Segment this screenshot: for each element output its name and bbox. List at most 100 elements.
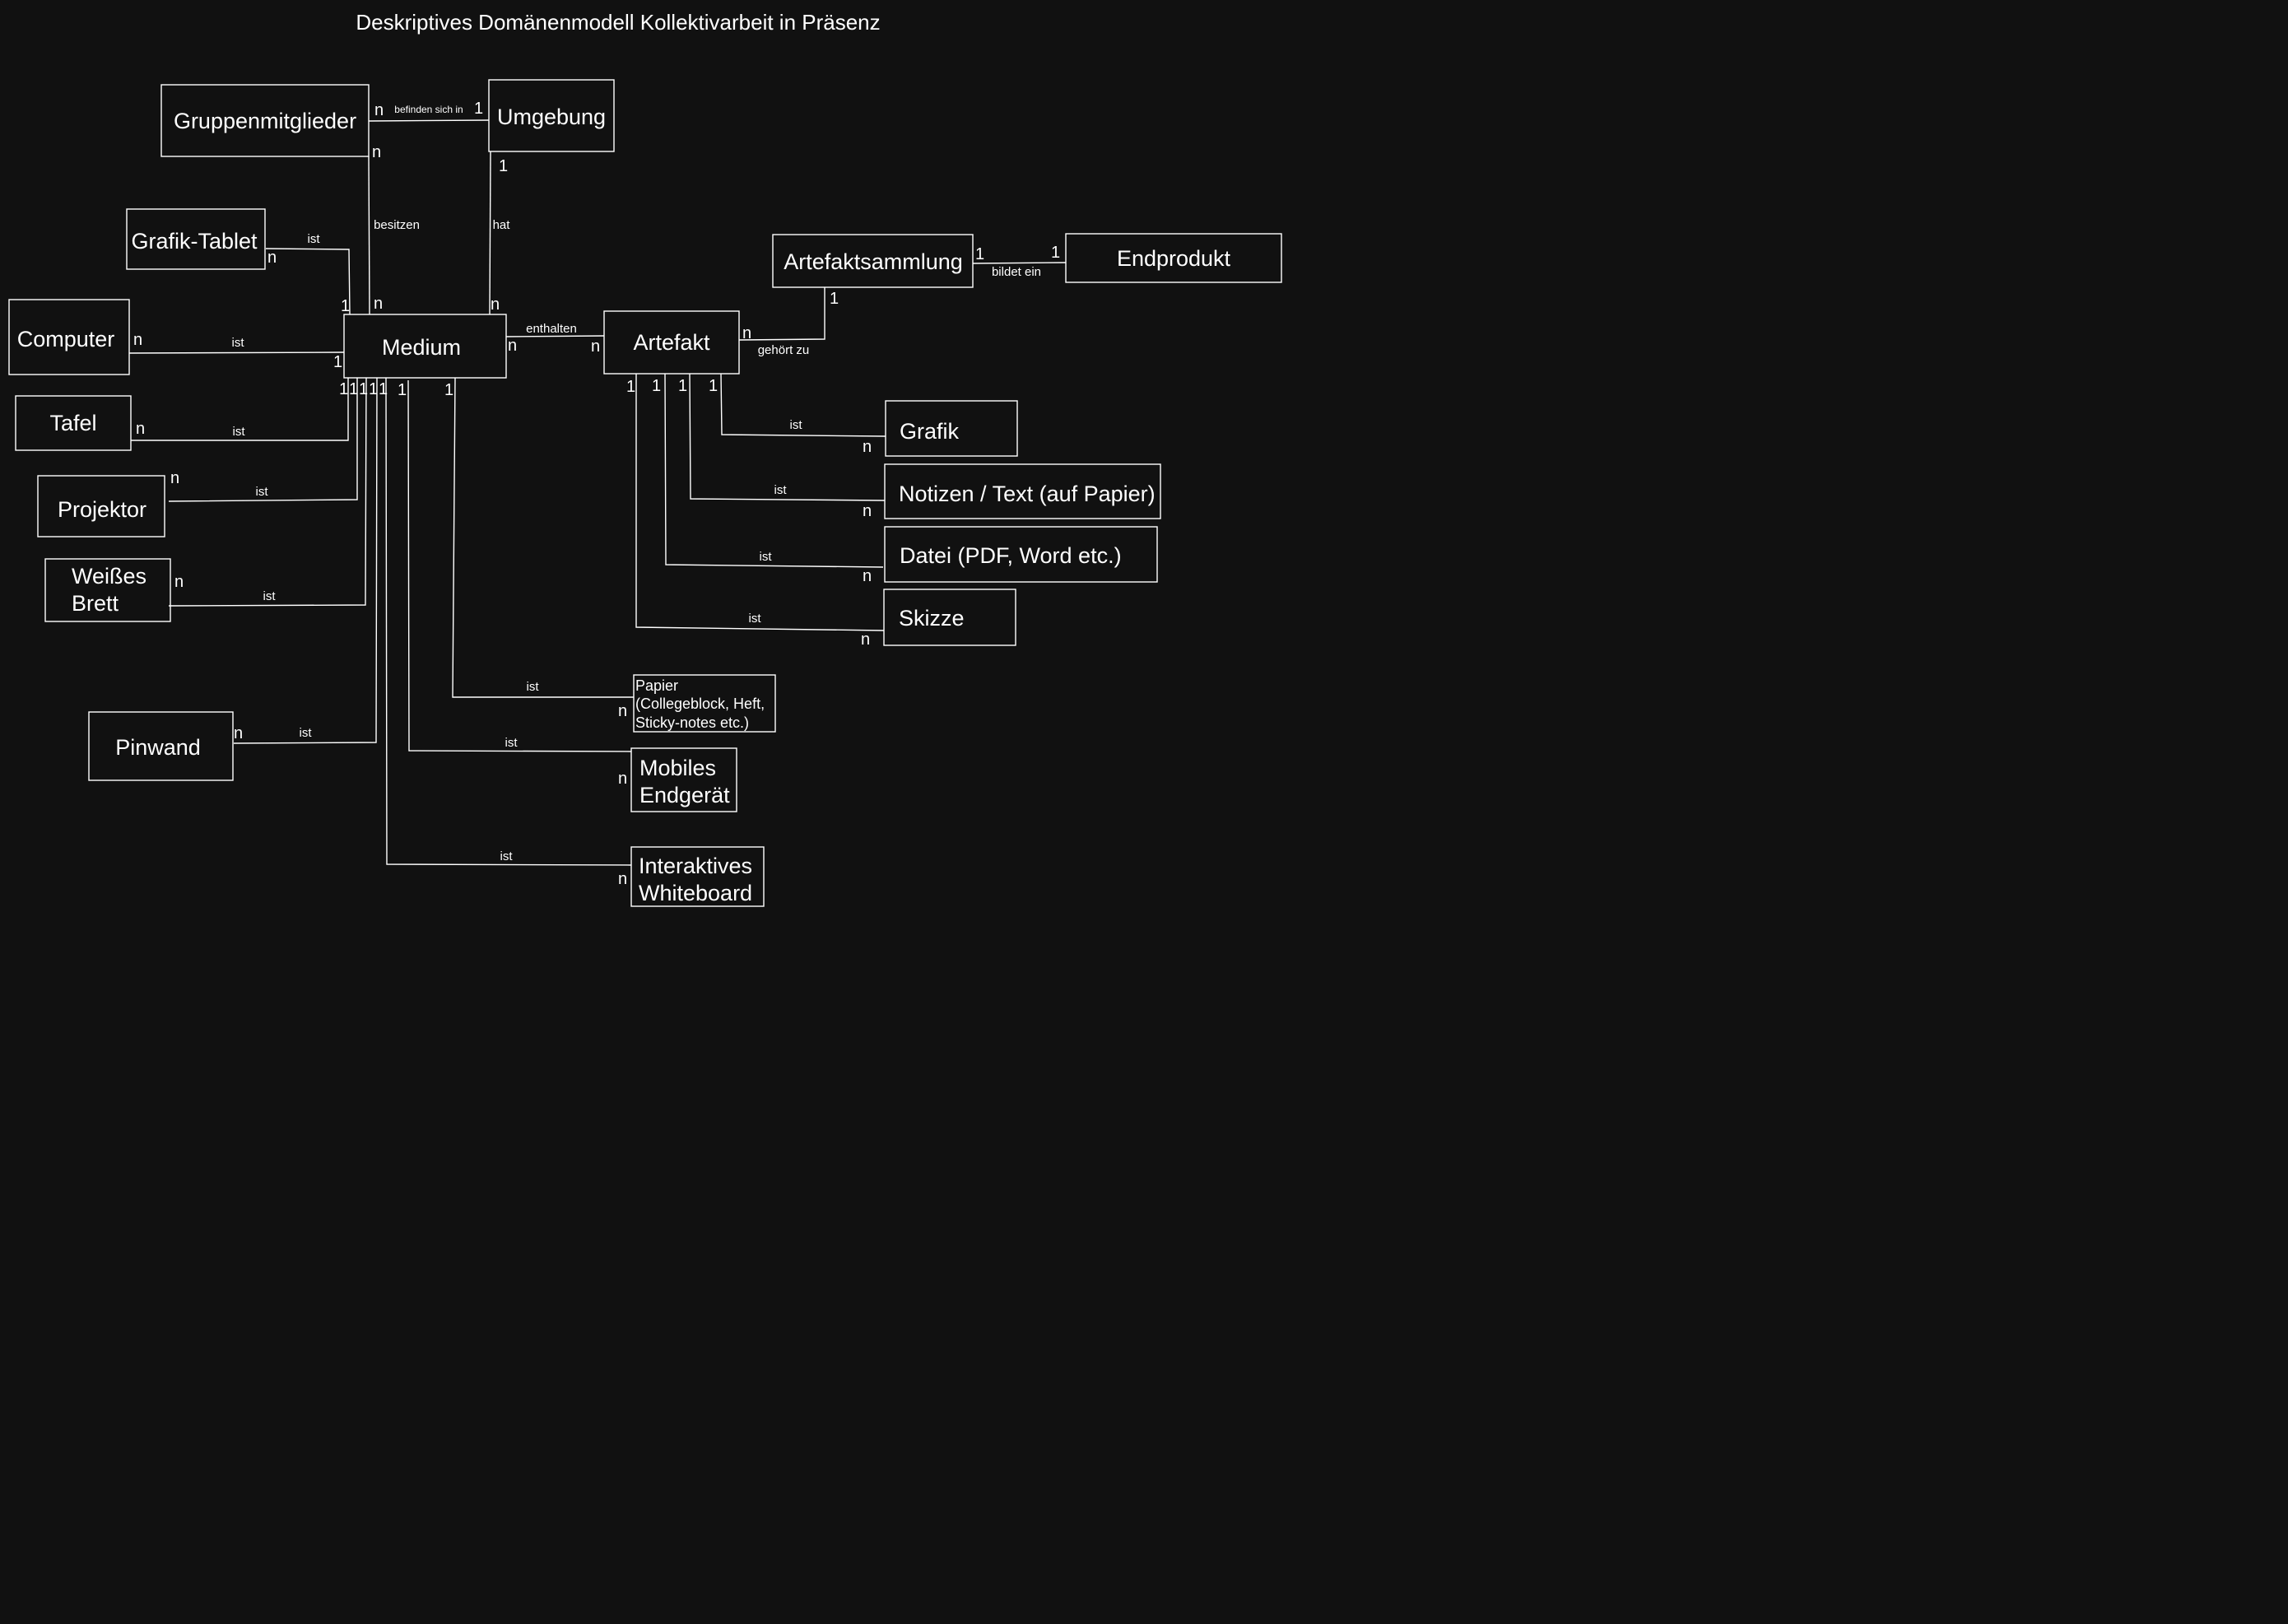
entity-interaktives-whiteboard: Interaktives Whiteboard	[630, 846, 765, 907]
svg-text:1: 1	[709, 377, 718, 395]
svg-text:Medium: Medium	[382, 335, 461, 360]
label-ist-projektor: ist	[256, 485, 269, 499]
entity-grafik-tablet: Grafik-Tablet	[126, 208, 266, 270]
label-ist-notizen: ist	[774, 483, 788, 497]
line-projektor-medium	[168, 378, 358, 502]
svg-text:Notizen / Text (auf Papier): Notizen / Text (auf Papier)	[899, 482, 1156, 506]
line-tafel-medium	[131, 378, 349, 441]
svg-text:Grafik: Grafik	[900, 419, 960, 444]
svg-text:n: n	[861, 631, 870, 649]
svg-text:n: n	[863, 567, 872, 585]
svg-text:1: 1	[341, 297, 350, 315]
svg-text:Pinwand: Pinwand	[115, 735, 201, 760]
cardinality-labels: n 1 n n 1 n n 1 n 1 1 1 1 1 1 1 1 n n n …	[133, 100, 1060, 888]
svg-text:1: 1	[975, 245, 984, 263]
entity-datei: Datei (PDF, Word etc.)	[884, 526, 1158, 583]
line-artefakt-notizen	[689, 373, 886, 501]
svg-text:n: n	[863, 502, 872, 520]
entity-endprodukt: Endprodukt	[1065, 233, 1282, 283]
svg-text:Gruppenmitglieder: Gruppenmitglieder	[174, 109, 356, 133]
svg-text:Weißes: Weißes	[72, 564, 146, 589]
connector-lines	[128, 119, 1067, 866]
entity-mobiles-endgeraet: Mobiles Endgerät	[630, 747, 737, 812]
svg-text:n: n	[372, 143, 381, 161]
svg-text:Whiteboard: Whiteboard	[639, 881, 752, 905]
line-medium-artefakt	[505, 335, 605, 337]
line-brett-medium	[168, 377, 367, 607]
svg-text:1: 1	[359, 380, 368, 398]
svg-text:n: n	[374, 295, 383, 313]
svg-text:1: 1	[474, 100, 483, 118]
svg-text:Mobiles: Mobiles	[639, 756, 716, 780]
label-ist-grafik: ist	[790, 418, 803, 432]
entity-pinwand: Pinwand	[88, 711, 234, 781]
label-ist-datei: ist	[760, 550, 773, 564]
label-hat: hat	[493, 218, 511, 232]
diagram-title: Deskriptives Domänenmodell Kollektivarbe…	[356, 10, 880, 35]
svg-text:1: 1	[678, 377, 687, 395]
line-artefakt-sammlung	[738, 287, 825, 341]
svg-text:n: n	[508, 337, 517, 355]
line-gruppen-medium	[368, 156, 370, 315]
svg-text:Sticky-notes etc.): Sticky-notes etc.)	[635, 714, 749, 731]
label-ist-skizze: ist	[749, 612, 762, 626]
line-whiteboard-medium	[385, 377, 632, 866]
svg-text:n: n	[374, 101, 384, 119]
svg-text:Computer: Computer	[17, 327, 115, 351]
label-ist-whiteboard: ist	[500, 849, 514, 863]
svg-text:1: 1	[652, 377, 661, 395]
label-enthalten: enthalten	[526, 322, 577, 336]
svg-text:Artefakt: Artefakt	[633, 330, 710, 355]
svg-text:1: 1	[379, 380, 388, 398]
svg-text:1: 1	[444, 381, 453, 399]
svg-text:Datei (PDF, Word etc.): Datei (PDF, Word etc.)	[900, 543, 1122, 568]
svg-text:1: 1	[1051, 244, 1060, 262]
svg-text:Skizze: Skizze	[899, 606, 965, 631]
line-umgebung-medium	[489, 151, 491, 315]
svg-text:n: n	[234, 724, 243, 742]
svg-text:n: n	[267, 249, 277, 267]
domain-model-diagram: Deskriptives Domänenmodell Kollektivarbe…	[8, 10, 1282, 907]
svg-text:Projektor: Projektor	[58, 497, 146, 522]
entity-computer: Computer	[8, 299, 130, 375]
relation-labels: befinden sich in besitzen hat ist ist is…	[232, 104, 1042, 863]
svg-text:Endgerät: Endgerät	[639, 783, 730, 807]
line-mobile-medium	[407, 379, 632, 752]
svg-text:1: 1	[333, 353, 342, 371]
svg-text:1: 1	[626, 378, 635, 396]
svg-text:n: n	[618, 770, 627, 788]
label-ist-mobile: ist	[505, 736, 519, 750]
svg-text:n: n	[491, 295, 500, 314]
svg-text:Umgebung: Umgebung	[497, 105, 606, 129]
svg-text:1: 1	[339, 380, 348, 398]
svg-text:Tafel: Tafel	[49, 411, 96, 435]
svg-text:n: n	[618, 870, 627, 888]
svg-text:(Collegeblock, Heft,: (Collegeblock, Heft,	[635, 696, 765, 712]
label-ist-brett: ist	[263, 589, 277, 603]
entity-gruppenmitglieder: Gruppenmitglieder	[160, 84, 370, 157]
svg-text:1: 1	[499, 157, 508, 175]
svg-text:n: n	[133, 331, 142, 349]
svg-text:Papier: Papier	[635, 677, 678, 694]
entity-notizen: Notizen / Text (auf Papier)	[884, 463, 1161, 519]
svg-text:n: n	[170, 469, 179, 487]
entity-projektor: Projektor	[37, 475, 165, 537]
svg-text:1: 1	[349, 380, 358, 398]
svg-text:1: 1	[398, 381, 407, 399]
svg-text:n: n	[136, 420, 145, 438]
entity-papier: Papier (Collegeblock, Heft, Sticky-notes…	[633, 674, 776, 733]
label-ist-pinwand: ist	[300, 726, 313, 740]
svg-text:Brett: Brett	[72, 591, 119, 616]
svg-text:Endprodukt: Endprodukt	[1117, 246, 1231, 271]
label-besitzen: besitzen	[374, 218, 420, 232]
svg-text:n: n	[863, 438, 872, 456]
svg-text:1: 1	[369, 380, 378, 398]
line-artefakt-datei	[664, 373, 884, 568]
line-artefakt-grafik	[720, 373, 886, 437]
label-befinden-sich-in: befinden sich in	[394, 104, 463, 115]
svg-text:n: n	[618, 702, 627, 720]
label-ist-computer: ist	[232, 336, 245, 350]
svg-text:Interaktives: Interaktives	[639, 854, 752, 878]
svg-text:n: n	[742, 324, 751, 342]
label-ist-papier: ist	[527, 680, 540, 694]
